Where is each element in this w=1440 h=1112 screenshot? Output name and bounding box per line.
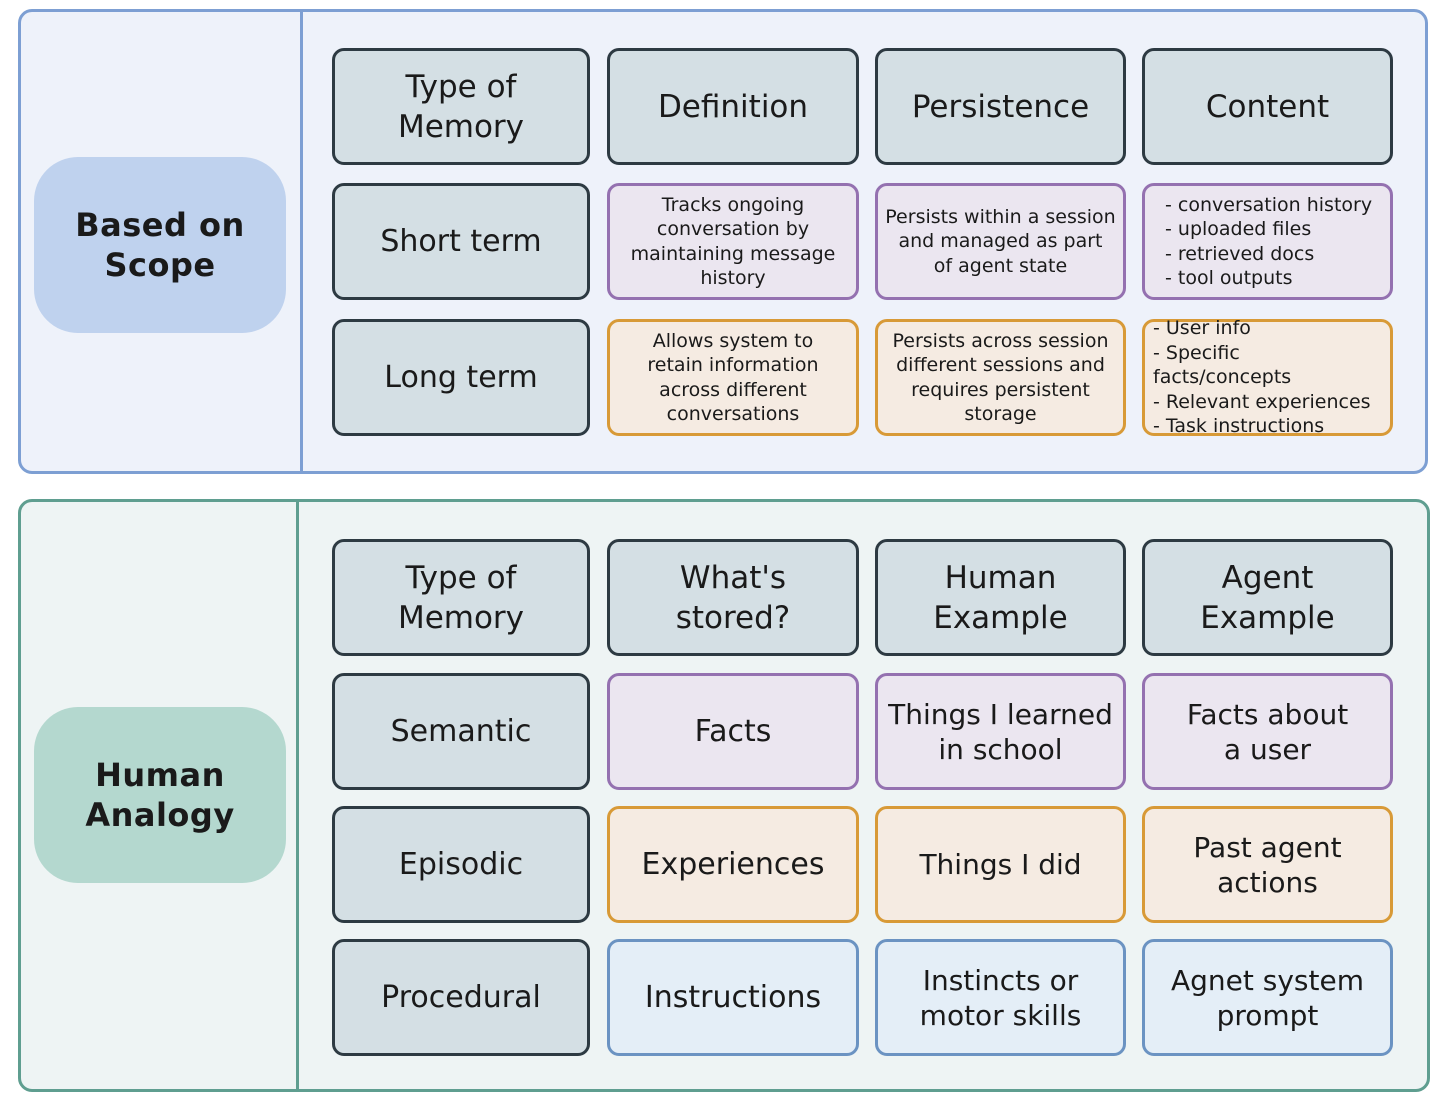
short-term-persistence-cell: Persists within a session and managed as… — [875, 183, 1126, 300]
procedural-stored-cell: Instructions — [607, 939, 859, 1056]
episodic-type-cell: Episodic — [332, 806, 590, 923]
scope-header-content: Content — [1142, 48, 1393, 165]
procedural-type-cell: Procedural — [332, 939, 590, 1056]
human-header-whats-stored: What's stored? — [607, 539, 859, 656]
human-analogy-category-label: Human Analogy — [34, 707, 286, 883]
semantic-stored-cell: Facts — [607, 673, 859, 790]
long-term-persistence-cell: Persists across session different sessio… — [875, 319, 1126, 436]
scope-category-label: Based on Scope — [34, 157, 286, 333]
human-analogy-panel-divider — [296, 502, 299, 1089]
scope-panel-divider — [300, 12, 303, 471]
scope-header-type-of-memory: Type of Memory — [332, 48, 590, 165]
short-term-type-cell: Short term — [332, 183, 590, 300]
semantic-agent-example-cell: Facts about a user — [1142, 673, 1393, 790]
episodic-stored-cell: Experiences — [607, 806, 859, 923]
scope-header-definition: Definition — [607, 48, 859, 165]
scope-header-persistence: Persistence — [875, 48, 1126, 165]
short-term-definition-cell: Tracks ongoing conversation by maintaini… — [607, 183, 859, 300]
episodic-human-example-cell: Things I did — [875, 806, 1126, 923]
human-header-human-example: Human Example — [875, 539, 1126, 656]
human-header-type-of-memory: Type of Memory — [332, 539, 590, 656]
procedural-human-example-cell: Instincts or motor skills — [875, 939, 1126, 1056]
episodic-agent-example-cell: Past agent actions — [1142, 806, 1393, 923]
procedural-agent-example-cell: Agnet system prompt — [1142, 939, 1393, 1056]
short-term-content-cell: - conversation history - uploaded files … — [1142, 183, 1393, 300]
human-header-agent-example: Agent Example — [1142, 539, 1393, 656]
long-term-definition-cell: Allows system to retain information acro… — [607, 319, 859, 436]
semantic-human-example-cell: Things I learned in school — [875, 673, 1126, 790]
long-term-content-cell: - User info - Specific facts/concepts - … — [1142, 317, 1393, 437]
long-term-type-cell: Long term — [332, 319, 590, 436]
semantic-type-cell: Semantic — [332, 673, 590, 790]
